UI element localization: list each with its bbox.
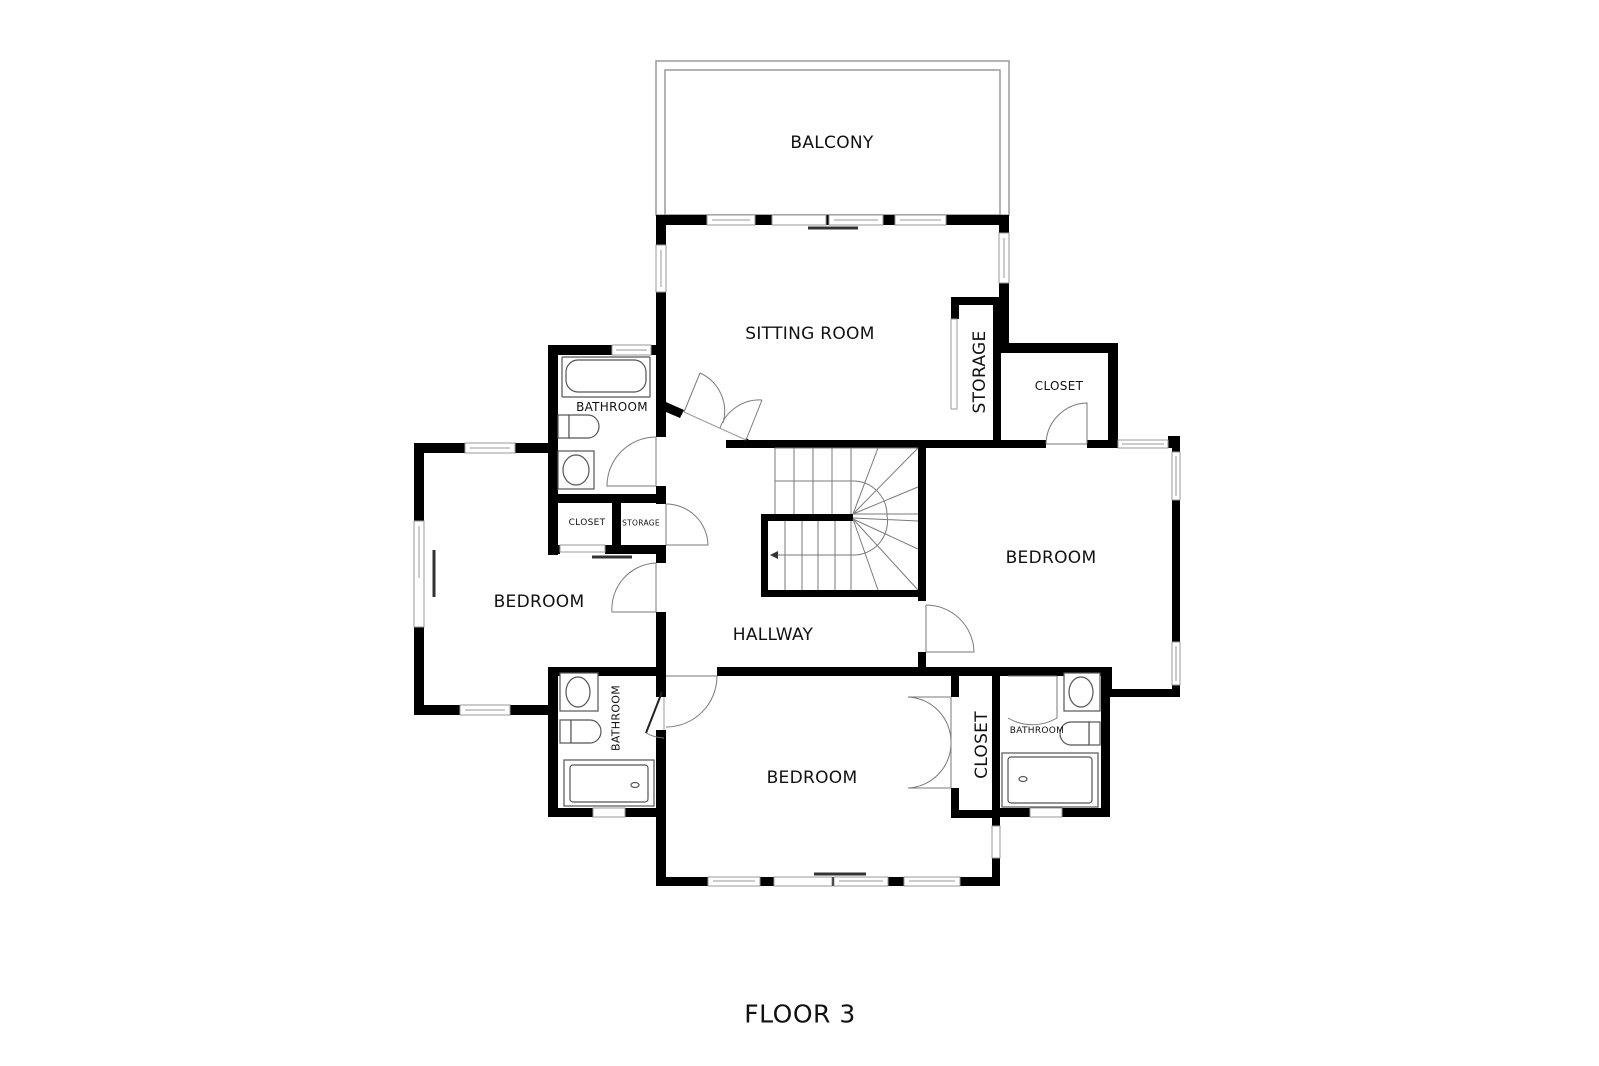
- room-label-storage-left: STORAGE: [622, 518, 660, 528]
- floor-label: FLOOR 3: [744, 999, 856, 1029]
- room-label-bathroom-lower-right: BATHROOM: [1009, 726, 1065, 736]
- room-label-closet-lower: CLOSET: [972, 711, 992, 779]
- room-label-bathroom-upper-left: BATHROOM: [576, 400, 648, 414]
- room-label-balcony: BALCONY: [790, 133, 874, 153]
- room-label-storage-upper: STORAGE: [970, 330, 990, 414]
- room-label-hallway: HALLWAY: [732, 625, 814, 645]
- room-label-bathroom-lower-left: BATHROOM: [609, 684, 623, 752]
- windows: [413, 214, 1181, 887]
- room-label-closet-left: CLOSET: [568, 518, 606, 528]
- stair-direction-arrow-icon: [770, 551, 778, 559]
- room-label-bedroom-left: BEDROOM: [493, 592, 585, 612]
- doors: [606, 372, 1088, 789]
- sliding-door-markers: [432, 226, 866, 876]
- walls: [414, 215, 1180, 886]
- room-label-sitting-room: SITTING ROOM: [745, 324, 875, 344]
- room-label-bedroom-bottom: BEDROOM: [766, 768, 858, 788]
- room-label-bedroom-right: BEDROOM: [1005, 548, 1097, 568]
- fixtures: [557, 356, 1101, 808]
- staircase: [770, 447, 919, 591]
- room-label-closet-upper-right: CLOSET: [1034, 379, 1084, 393]
